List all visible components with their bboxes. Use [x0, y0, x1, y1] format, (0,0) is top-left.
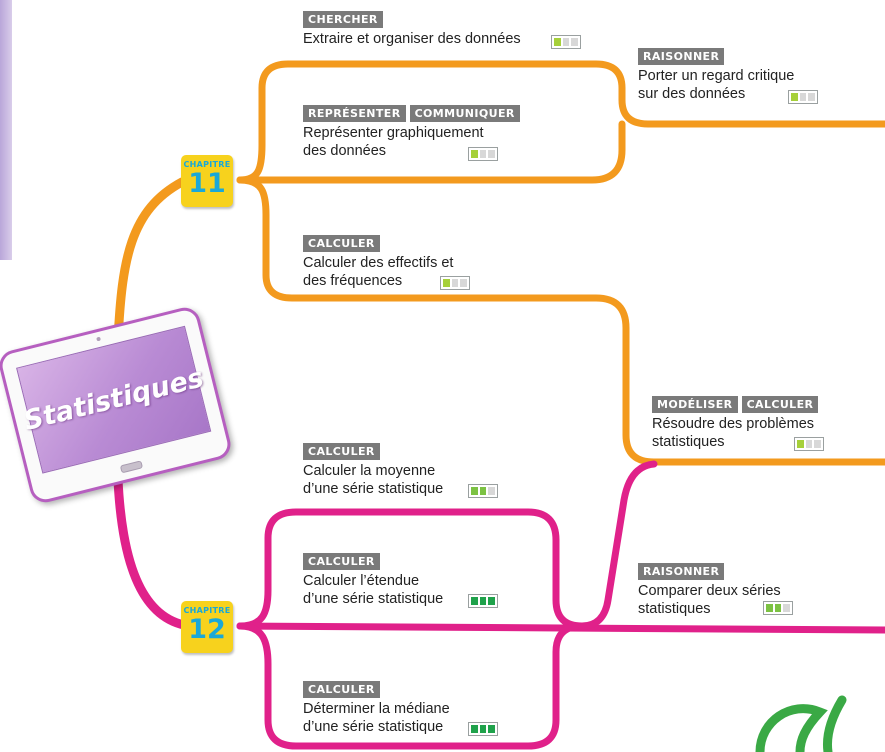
check-mark-icon — [755, 695, 847, 752]
skill-node[interactable]: CALCULER Déterminer la médiane d’une sér… — [303, 680, 498, 736]
chapter-number: 11 — [188, 168, 226, 199]
skill-node[interactable]: CALCULER Calculer des effectifs et des f… — [303, 234, 470, 290]
skill-tag: REPRÉSENTER — [303, 105, 406, 122]
left-edge-band — [0, 0, 12, 260]
skill-tag: CALCULER — [303, 553, 380, 570]
difficulty-meter — [468, 594, 498, 608]
skill-label: Déterminer la médiane d’une série statis… — [303, 701, 450, 735]
difficulty-meter — [551, 35, 581, 49]
skill-label: Calculer des effectifs et des fréquences — [303, 255, 454, 289]
difficulty-meter — [794, 437, 824, 451]
chapter-11-badge[interactable]: CHAPITRE 11 — [181, 155, 233, 207]
connector-ch12-upright — [578, 460, 658, 630]
chapter-label: CHAPITRE — [183, 160, 231, 169]
skill-tag: RAISONNER — [638, 563, 725, 580]
connector-ch11-mid — [236, 120, 626, 184]
tablet-home-button — [119, 460, 144, 474]
skill-node[interactable]: RAISONNER Comparer deux séries statistiq… — [638, 562, 793, 618]
skill-label: Extraire et organiser des données — [303, 31, 521, 47]
difficulty-meter — [763, 601, 793, 615]
skill-label: Calculer la moyenne d’une série statisti… — [303, 463, 444, 497]
skill-tag: RAISONNER — [638, 48, 725, 65]
skill-node[interactable]: RAISONNER Porter un regard critique sur … — [638, 47, 818, 104]
difficulty-meter — [440, 276, 470, 290]
connector-ch11-top — [236, 60, 885, 184]
connector-root-to-ch11 — [113, 177, 187, 345]
skill-node[interactable]: CALCULER Calculer l’étendue d’une série … — [303, 552, 498, 608]
chapter-number: 12 — [188, 614, 226, 645]
difficulty-meter — [468, 147, 498, 161]
skill-label: Calculer l’étendue d’une série statistiq… — [303, 573, 444, 607]
skill-node[interactable]: CALCULER Calculer la moyenne d’une série… — [303, 442, 498, 498]
skill-tag: COMMUNIQUER — [409, 105, 520, 122]
connector-ch12-bottom — [236, 622, 586, 750]
connector-ch12-top — [236, 508, 586, 630]
skill-label: Résoudre des problèmes statistiques — [652, 416, 815, 450]
skill-tag: MODÉLISER — [652, 396, 738, 413]
skill-label: Porter un regard critique sur des donnée… — [638, 68, 795, 102]
skill-tag: CALCULER — [303, 235, 380, 252]
root-title: Statistiques — [20, 362, 207, 437]
difficulty-meter — [468, 722, 498, 736]
chapter-label: CHAPITRE — [183, 606, 231, 615]
skill-tag: CALCULER — [303, 443, 380, 460]
skill-tag: CALCULER — [741, 396, 819, 413]
skill-node[interactable]: CHERCHER Extraire et organiser des donné… — [303, 10, 581, 49]
tablet-screen: Statistiques — [16, 325, 212, 474]
connector-ch11-bottom — [236, 176, 885, 466]
skill-tag: CHERCHER — [303, 11, 383, 28]
skill-label: Représenter graphiquement des données — [303, 125, 484, 159]
skill-tag: CALCULER — [303, 681, 380, 698]
skill-label: Comparer deux séries statistiques — [638, 583, 781, 617]
tablet-camera — [96, 336, 101, 342]
difficulty-meter — [788, 90, 818, 104]
connector-root-to-ch12 — [113, 475, 189, 630]
chapter-12-badge[interactable]: CHAPITRE 12 — [181, 601, 233, 653]
difficulty-meter — [468, 484, 498, 498]
